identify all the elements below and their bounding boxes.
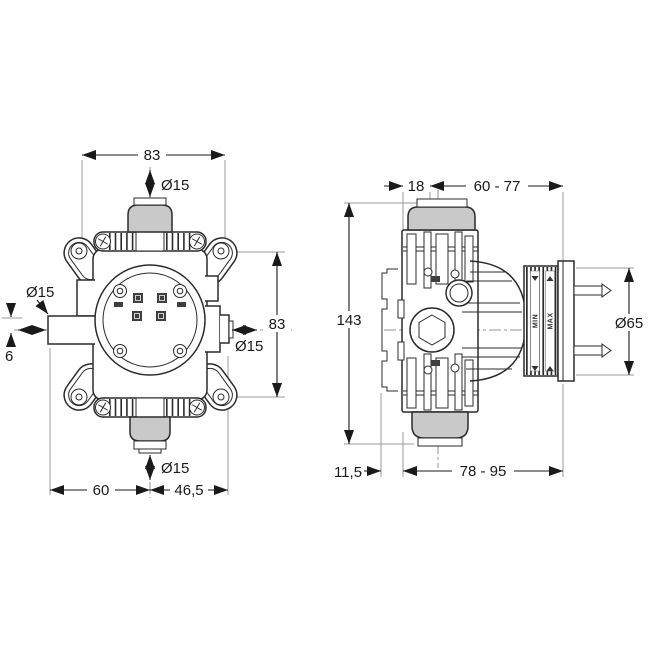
right-boss — [205, 275, 219, 302]
dimensions: 83 Ø15 Ø15 6 Ø15 83 — [5, 147, 651, 499]
dim-front-right-height: 83 — [263, 252, 291, 397]
dim-label: Ø15 — [235, 338, 263, 355]
bottom-connector — [129, 416, 171, 454]
dim-front-bottom-right: 46,5 — [150, 482, 228, 499]
dim-side-bracket-offset: 11,5 — [334, 464, 381, 481]
screw-bottom-left — [95, 399, 111, 416]
fixing-pin-top — [573, 283, 612, 298]
dim-front-left-offset: 6 — [5, 303, 16, 365]
mounting-bar-top — [93, 231, 207, 252]
dim-label: 83 — [144, 147, 161, 164]
dim-label: 60 — [93, 482, 110, 499]
dim-label: 46,5 — [174, 482, 203, 499]
hex-spindle — [418, 314, 446, 346]
screw-top-right — [189, 233, 205, 250]
end-plate — [557, 260, 575, 382]
left-inlet-pipe — [47, 315, 95, 345]
cartridge-face-inner — [102, 272, 198, 368]
dim-front-left-port: Ø15 — [18, 284, 54, 335]
top-connector — [127, 197, 173, 233]
dim-label: Ø15 — [26, 284, 54, 301]
fixing-pin-bottom — [573, 343, 612, 358]
dim-front-bottom-left: 60 — [50, 482, 150, 499]
side-view: MIN MAX — [381, 198, 612, 447]
dim-side-total-depth: 78 - 95 — [403, 463, 563, 480]
cartridge-screws — [113, 284, 187, 358]
side-top-connector — [407, 198, 476, 231]
dim-side-sleeve-diameter: Ø65 — [607, 268, 651, 375]
dim-label: 6 — [5, 348, 13, 365]
dim-label: Ø65 — [615, 315, 643, 332]
dim-label: 11,5 — [334, 464, 362, 481]
dim-side-height: 143 — [332, 203, 366, 444]
cartridge-face-outer — [94, 264, 206, 376]
screw-bottom-right — [189, 399, 205, 416]
screw-top-left — [95, 233, 111, 250]
dim-front-right-port: Ø15 — [232, 325, 263, 355]
dim-side-body-depth: 60 - 77 — [430, 178, 563, 195]
dim-label: Ø15 — [161, 177, 189, 194]
dim-label: 83 — [269, 316, 286, 333]
max-depth-label: MAX — [548, 312, 555, 329]
side-bottom-connector — [411, 411, 469, 447]
front-view — [47, 197, 238, 454]
wall-bracket-profile — [381, 268, 398, 392]
dim-label: 18 — [408, 178, 425, 195]
side-housing — [397, 260, 527, 382]
dim-side-flange-depth: 18 — [384, 178, 424, 195]
side-top-assembly — [403, 231, 478, 289]
dim-label: 143 — [336, 312, 361, 329]
left-boss — [76, 279, 95, 317]
dim-label: 60 - 77 — [474, 178, 521, 195]
mounting-bar-bottom — [93, 397, 207, 418]
dim-front-top-width: 83 — [82, 147, 225, 164]
min-depth-label: MIN — [533, 314, 540, 328]
dim-label: Ø15 — [161, 460, 189, 477]
dim-front-top-port: Ø15 — [145, 170, 189, 197]
threaded-sleeve: MIN MAX — [523, 265, 559, 377]
right-outlet-connector — [205, 305, 234, 353]
cartridge-ports — [114, 293, 186, 321]
dim-label: 78 - 95 — [460, 463, 507, 480]
side-bottom-assembly — [403, 353, 478, 411]
dim-front-bottom-port: Ø15 — [145, 455, 189, 480]
